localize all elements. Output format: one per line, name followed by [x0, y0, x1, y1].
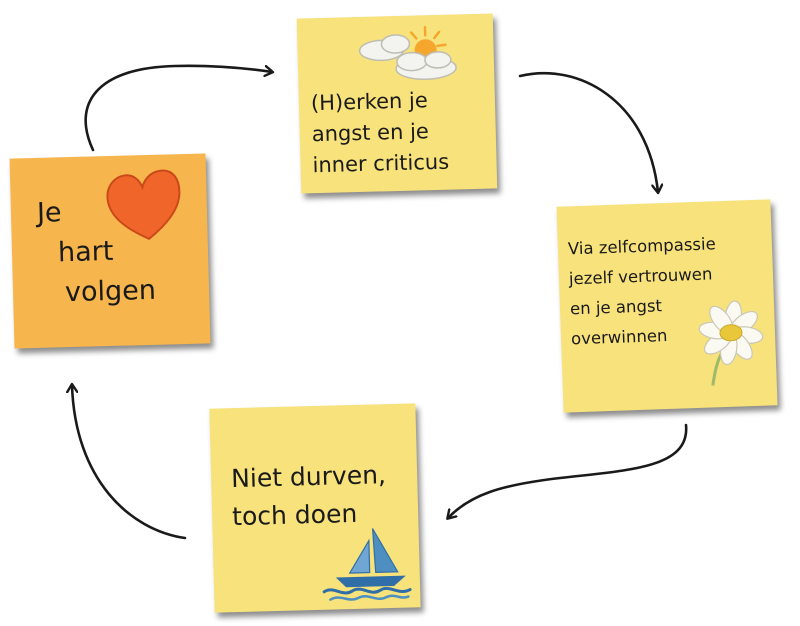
note-compassion-text: Via zelfcompassie jezelf vertrouwen en j… — [567, 229, 719, 354]
arrow-compassion-to-dare — [448, 423, 688, 518]
note-recognize-line: inner criticus — [312, 149, 450, 178]
note-compassion-line: overwinnen — [570, 326, 668, 349]
note-recognize: (H)erken je angst en je inner criticus — [296, 13, 498, 194]
daisy-icon — [698, 300, 764, 386]
note-dare: Niet durven, toch doen — [209, 403, 421, 613]
heart-icon — [106, 169, 181, 240]
note-compassion-line: jezelf vertrouwen — [568, 264, 713, 289]
note-recognize-line: angst en je — [311, 119, 430, 147]
arrow-recognize-to-compassion — [518, 71, 658, 192]
arrow-heart-to-recognize — [84, 64, 272, 152]
sun-clouds-icon — [358, 25, 457, 81]
note-compassion: Via zelfcompassie jezelf vertrouwen en j… — [556, 199, 778, 413]
sailboat-icon — [322, 528, 412, 601]
note-recognize-line: (H)erken je — [310, 88, 429, 116]
note-dare-line: Niet durven, — [230, 460, 387, 494]
note-recognize-text: (H)erken je angst en je inner criticus — [311, 85, 450, 182]
note-heart-line: volgen — [64, 274, 157, 309]
arrow-dare-to-heart — [72, 385, 187, 540]
note-heart: Je hart volgen — [9, 153, 211, 349]
